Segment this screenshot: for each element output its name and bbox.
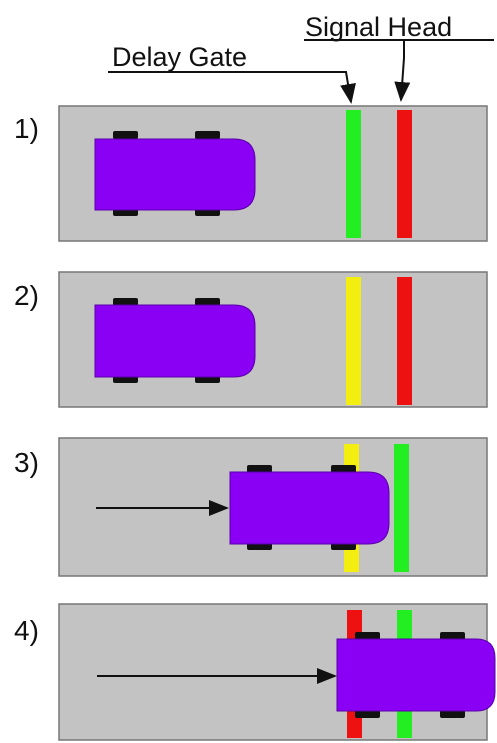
header: Signal Head Delay Gate	[108, 12, 494, 104]
wheel	[440, 632, 465, 640]
signal-head-bar	[397, 110, 412, 238]
signal-head-bar	[397, 277, 412, 405]
delay-gate-bar	[346, 110, 361, 238]
signal-head-leader-arrow	[394, 40, 411, 102]
panel-4: 4)	[14, 603, 496, 741]
delay-gate-bar	[346, 277, 361, 405]
step-label: 2)	[14, 280, 39, 311]
wheel	[113, 131, 138, 139]
car-body	[94, 138, 256, 211]
wheel	[331, 465, 356, 473]
wheel	[195, 131, 220, 139]
step-label: 1)	[14, 113, 39, 144]
wheel	[247, 465, 272, 473]
delay-gate-leader-arrow	[108, 71, 356, 104]
step-label: 3)	[14, 447, 39, 478]
panel-2: 2)	[14, 271, 488, 408]
wheel	[195, 298, 220, 306]
car	[94, 298, 256, 383]
signal-head-bar	[394, 444, 409, 572]
car	[94, 131, 256, 216]
car	[229, 465, 390, 550]
delay-gate-label: Delay Gate	[112, 42, 247, 72]
car-body	[94, 304, 256, 378]
panel-3: 3)	[14, 437, 488, 577]
car-body	[336, 638, 496, 712]
car	[336, 632, 496, 718]
car-body	[229, 471, 390, 545]
wheel	[355, 710, 380, 718]
wheel	[355, 632, 380, 640]
step-label: 4)	[14, 615, 39, 646]
signal-head-label: Signal Head	[305, 12, 452, 42]
wheel	[440, 710, 465, 718]
panel-1: 1)	[14, 105, 488, 242]
wheel	[113, 298, 138, 306]
